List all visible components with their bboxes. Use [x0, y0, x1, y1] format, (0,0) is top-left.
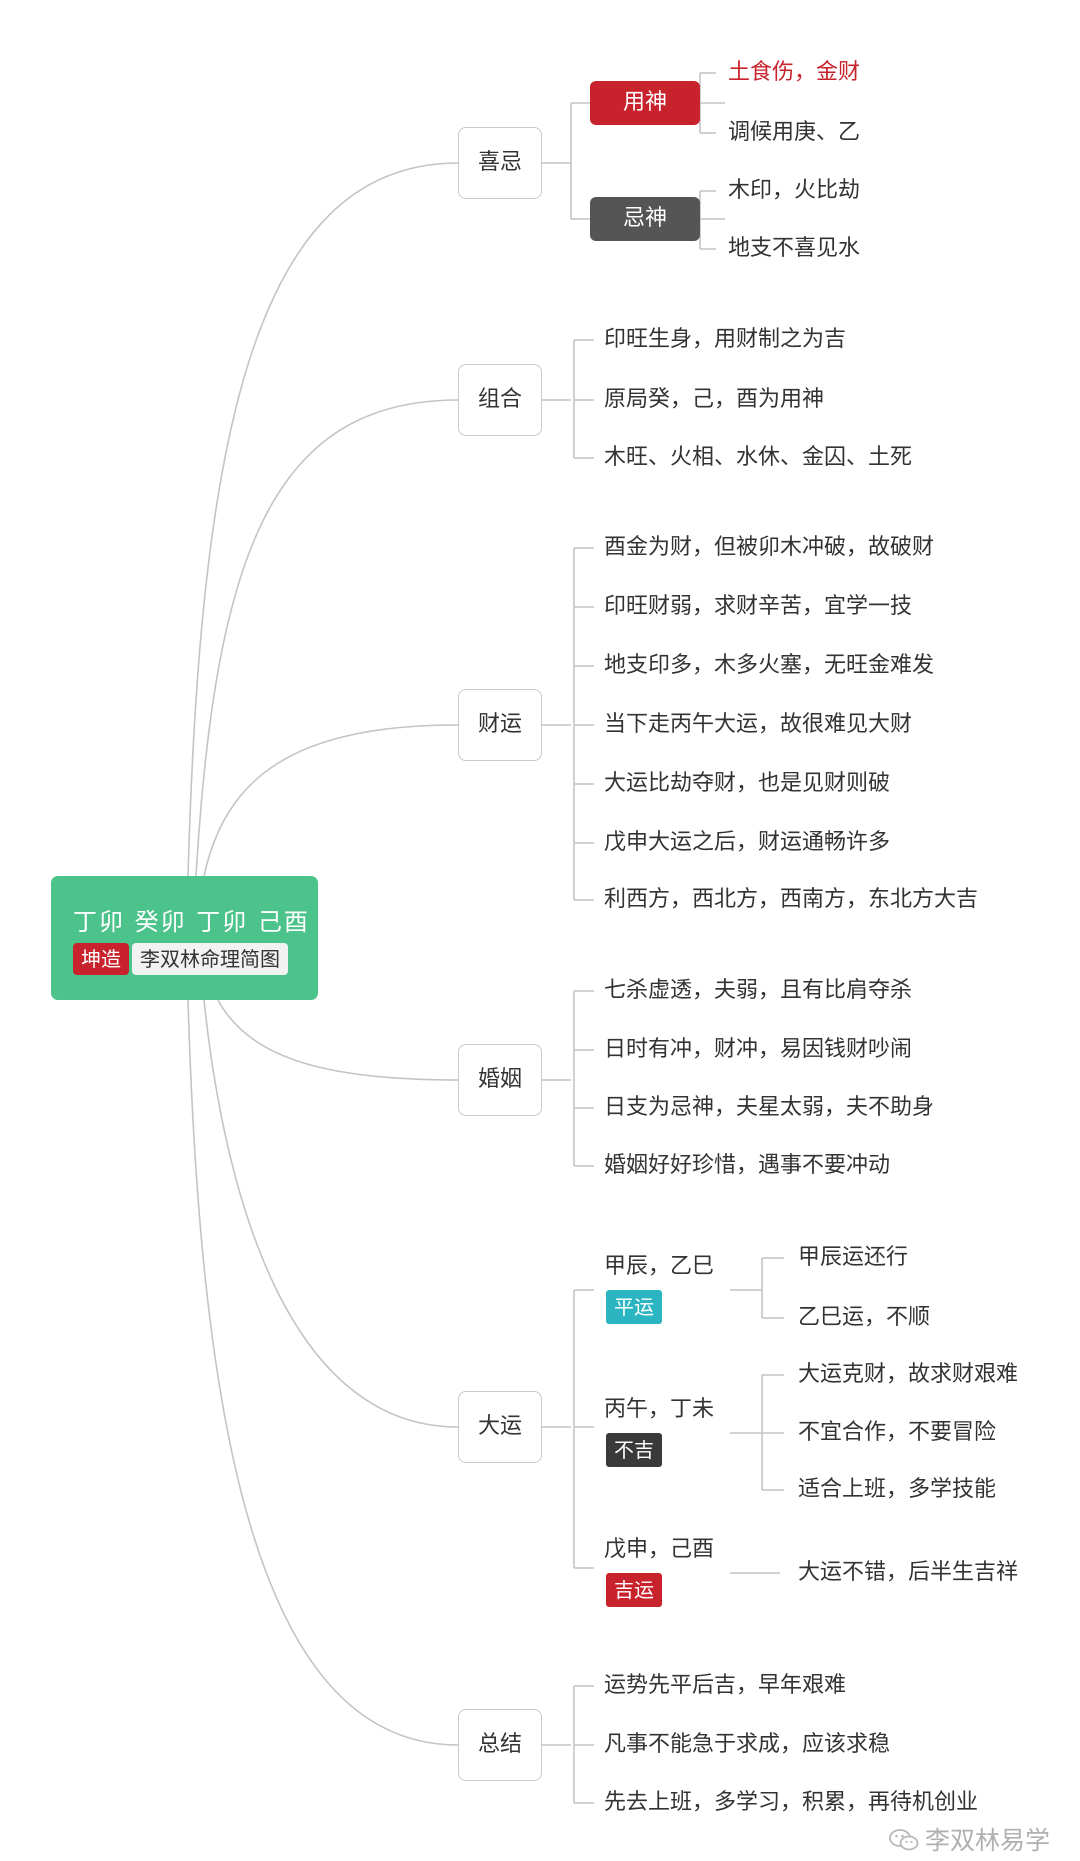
topic-xiji[interactable]: 喜忌 — [458, 127, 542, 199]
author-tag: 李双林命理简图 — [132, 943, 288, 975]
jishen-item: 地支不喜见水 — [728, 236, 861, 261]
topic-zuhe[interactable]: 组合 — [458, 364, 542, 436]
dayun-tag-ji: 吉运 — [606, 1573, 662, 1607]
dayun-item: 大运不错，后半生吉祥 — [798, 1560, 1019, 1585]
dayun-item: 适合上班，多学技能 — [798, 1477, 997, 1502]
hunyin-item: 婚姻好好珍惜，遇事不要冲动 — [604, 1153, 891, 1178]
dayun-tag-buji: 不吉 — [606, 1433, 662, 1467]
jishen-item: 木印，火比劫 — [728, 178, 861, 203]
jishen-box[interactable]: 忌神 — [590, 197, 700, 241]
zongjie-item: 先去上班，多学习，积累，再待机创业 — [604, 1790, 979, 1815]
caiyun-item: 地支印多，木多火塞，无旺金难发 — [604, 653, 935, 678]
zuhe-item: 木旺、火相、水休、金囚、土死 — [604, 445, 913, 470]
dayun-group-title: 戊申，己酉 — [604, 1537, 715, 1562]
caiyun-item: 大运比劫夺财，也是见财则破 — [604, 771, 891, 796]
dayun-item: 甲辰运还行 — [798, 1245, 909, 1270]
caiyun-item: 利西方，西北方，西南方，东北方大吉 — [604, 887, 979, 912]
root-title: 丁卯 癸卯 丁卯 己酉 — [73, 908, 310, 936]
zuhe-item: 原局癸，己，酉为用神 — [604, 387, 825, 412]
topic-caiyun[interactable]: 财运 — [458, 689, 542, 761]
topic-dayun[interactable]: 大运 — [458, 1391, 542, 1463]
hunyin-item: 日支为忌神，夫星太弱，夫不助身 — [604, 1095, 935, 1120]
yongshen-item: 土食伤，金财 — [728, 60, 861, 85]
zongjie-item: 凡事不能急于求成，应该求稳 — [604, 1732, 891, 1757]
watermark: 李双林易学 — [889, 1826, 1050, 1856]
topic-zongjie[interactable]: 总结 — [458, 1709, 542, 1781]
yongshen-item: 调候用庚、乙 — [728, 120, 861, 145]
root-node[interactable]: 丁卯 癸卯 丁卯 己酉 坤造 李双林命理简图 — [51, 876, 318, 1000]
dayun-tag-ping: 平运 — [606, 1290, 662, 1324]
dayun-group-title: 甲辰，乙巳 — [604, 1254, 715, 1279]
dayun-item: 不宜合作，不要冒险 — [798, 1420, 997, 1445]
dayun-item: 乙巳运，不顺 — [798, 1305, 931, 1330]
topic-hunyin[interactable]: 婚姻 — [458, 1044, 542, 1116]
dayun-group-title: 丙午，丁未 — [604, 1397, 715, 1422]
zuhe-item: 印旺生身，用财制之为吉 — [604, 327, 847, 352]
hunyin-item: 日时有冲，财冲，易因钱财吵闹 — [604, 1037, 913, 1062]
watermark-text: 李双林易学 — [924, 1826, 1050, 1855]
caiyun-item: 酉金为财，但被卯木冲破，故破财 — [604, 535, 935, 560]
wechat-icon — [889, 1829, 919, 1851]
yongshen-box[interactable]: 用神 — [590, 81, 700, 125]
caiyun-item: 印旺财弱，求财辛苦，宜学一技 — [604, 594, 913, 619]
dayun-item: 大运克财，故求财艰难 — [798, 1362, 1019, 1387]
gender-tag: 坤造 — [73, 943, 129, 975]
caiyun-item: 戊申大运之后，财运通畅许多 — [604, 830, 891, 855]
hunyin-item: 七杀虚透，夫弱，且有比肩夺杀 — [604, 978, 913, 1003]
caiyun-item: 当下走丙午大运，故很难见大财 — [604, 712, 913, 737]
zongjie-item: 运势先平后吉，早年艰难 — [604, 1673, 847, 1698]
